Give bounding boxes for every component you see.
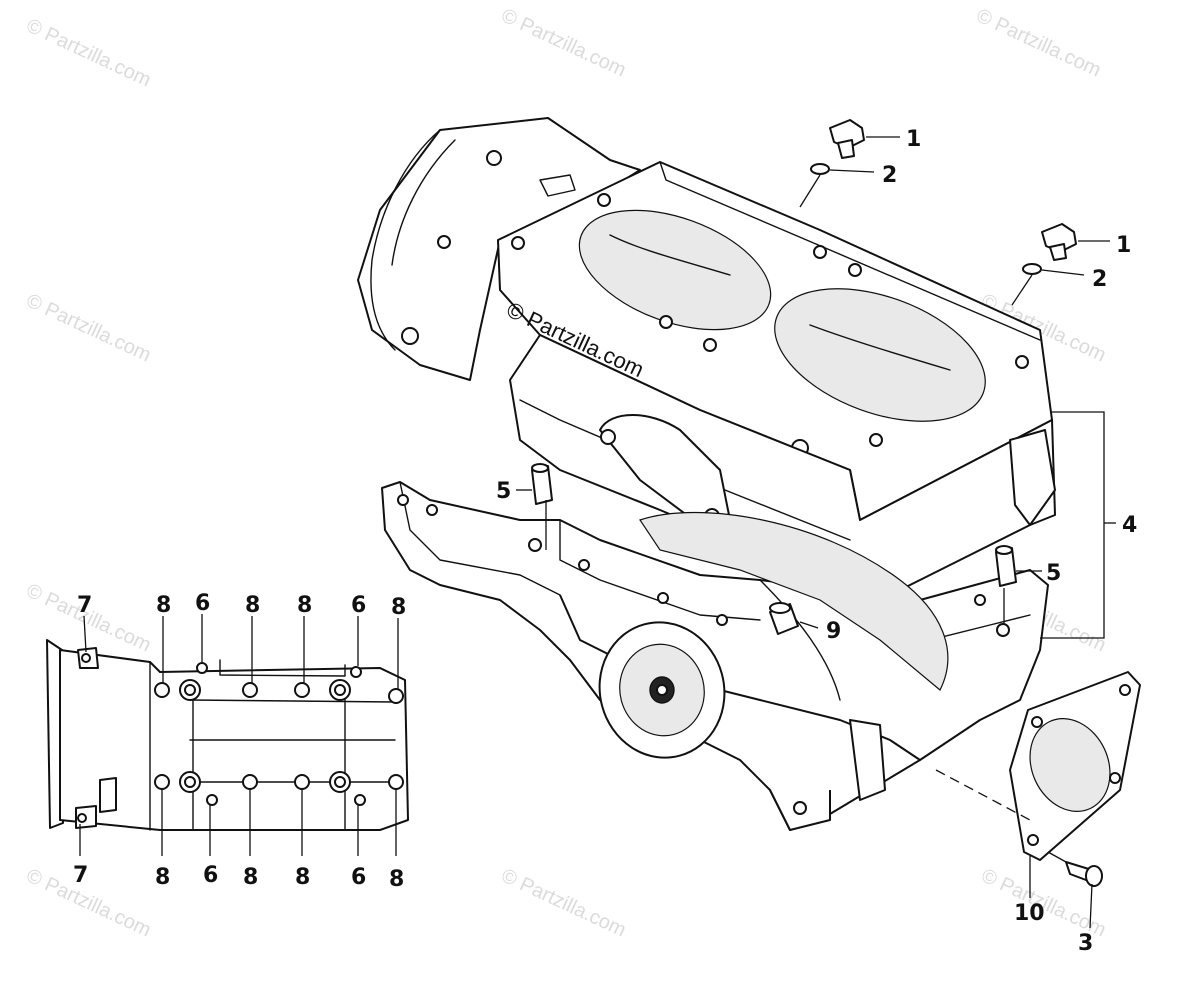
callout-8: 8 [295, 865, 310, 890]
cylinder-bore [774, 288, 986, 422]
callout-1: 1 [906, 127, 921, 152]
callout-3: 3 [1078, 931, 1093, 956]
rear-housing [357, 117, 641, 381]
watermark: © Partzilla.com [23, 15, 154, 92]
callout-8: 8 [245, 593, 260, 618]
callout-2: 2 [882, 163, 897, 188]
callout-labels: 1 2 1 2 4 5 5 9 10 3 7 8 6 8 8 6 8 7 8 6… [73, 127, 1137, 956]
cylinder-bore [578, 209, 772, 331]
bolt-hole [354, 794, 366, 806]
crankcase-lower-half [381, 481, 1049, 831]
watermark: © Partzilla.com [23, 290, 154, 367]
bolt-hole [294, 682, 310, 698]
bolt-hole [350, 666, 362, 678]
callout-9: 9 [826, 619, 841, 644]
callout-6: 6 [195, 591, 210, 616]
bolt-hole [388, 774, 404, 790]
callout-8: 8 [389, 867, 404, 892]
bolt-hole [154, 774, 170, 790]
callout-7: 7 [77, 593, 92, 618]
callout-8: 8 [297, 593, 312, 618]
bolt-hole [388, 688, 404, 704]
watermark: © Partzilla.com [23, 580, 154, 657]
callout-5: 5 [496, 479, 511, 504]
callout-8: 8 [243, 865, 258, 890]
callout-10: 10 [1014, 901, 1045, 926]
callout-7: 7 [73, 863, 88, 888]
leader-lines [516, 136, 1116, 929]
callout-8: 8 [156, 593, 171, 618]
watermark: © Partzilla.com [23, 865, 154, 942]
callout-8: 8 [391, 595, 406, 620]
bolt-hole [242, 774, 258, 790]
washer [1022, 263, 1042, 275]
bolt-hole [154, 682, 170, 698]
small-parts [531, 119, 1103, 887]
watermark: © Partzilla.com [973, 5, 1104, 82]
drain-bolt [1041, 223, 1077, 253]
callout-6: 6 [203, 863, 218, 888]
watermark: © Partzilla.com [498, 5, 629, 82]
bolt-hole [294, 774, 310, 790]
callout-8: 8 [155, 865, 170, 890]
callout-6: 6 [351, 865, 366, 890]
watermark: © Partzilla.com [498, 865, 629, 942]
exhaust-flange [935, 671, 1141, 861]
washer [810, 163, 830, 175]
callout-2: 2 [1092, 267, 1107, 292]
bolt-hole [196, 662, 208, 674]
callout-1: 1 [1116, 233, 1131, 258]
callout-6: 6 [351, 593, 366, 618]
drain-bolt [829, 119, 865, 149]
inset-case-bottom [46, 614, 409, 856]
bolt-hole [242, 682, 258, 698]
callout-5: 5 [1046, 561, 1061, 586]
bolt-hole [206, 794, 218, 806]
crankcase-upper-half [357, 117, 1056, 591]
callout-4: 4 [1122, 513, 1137, 538]
